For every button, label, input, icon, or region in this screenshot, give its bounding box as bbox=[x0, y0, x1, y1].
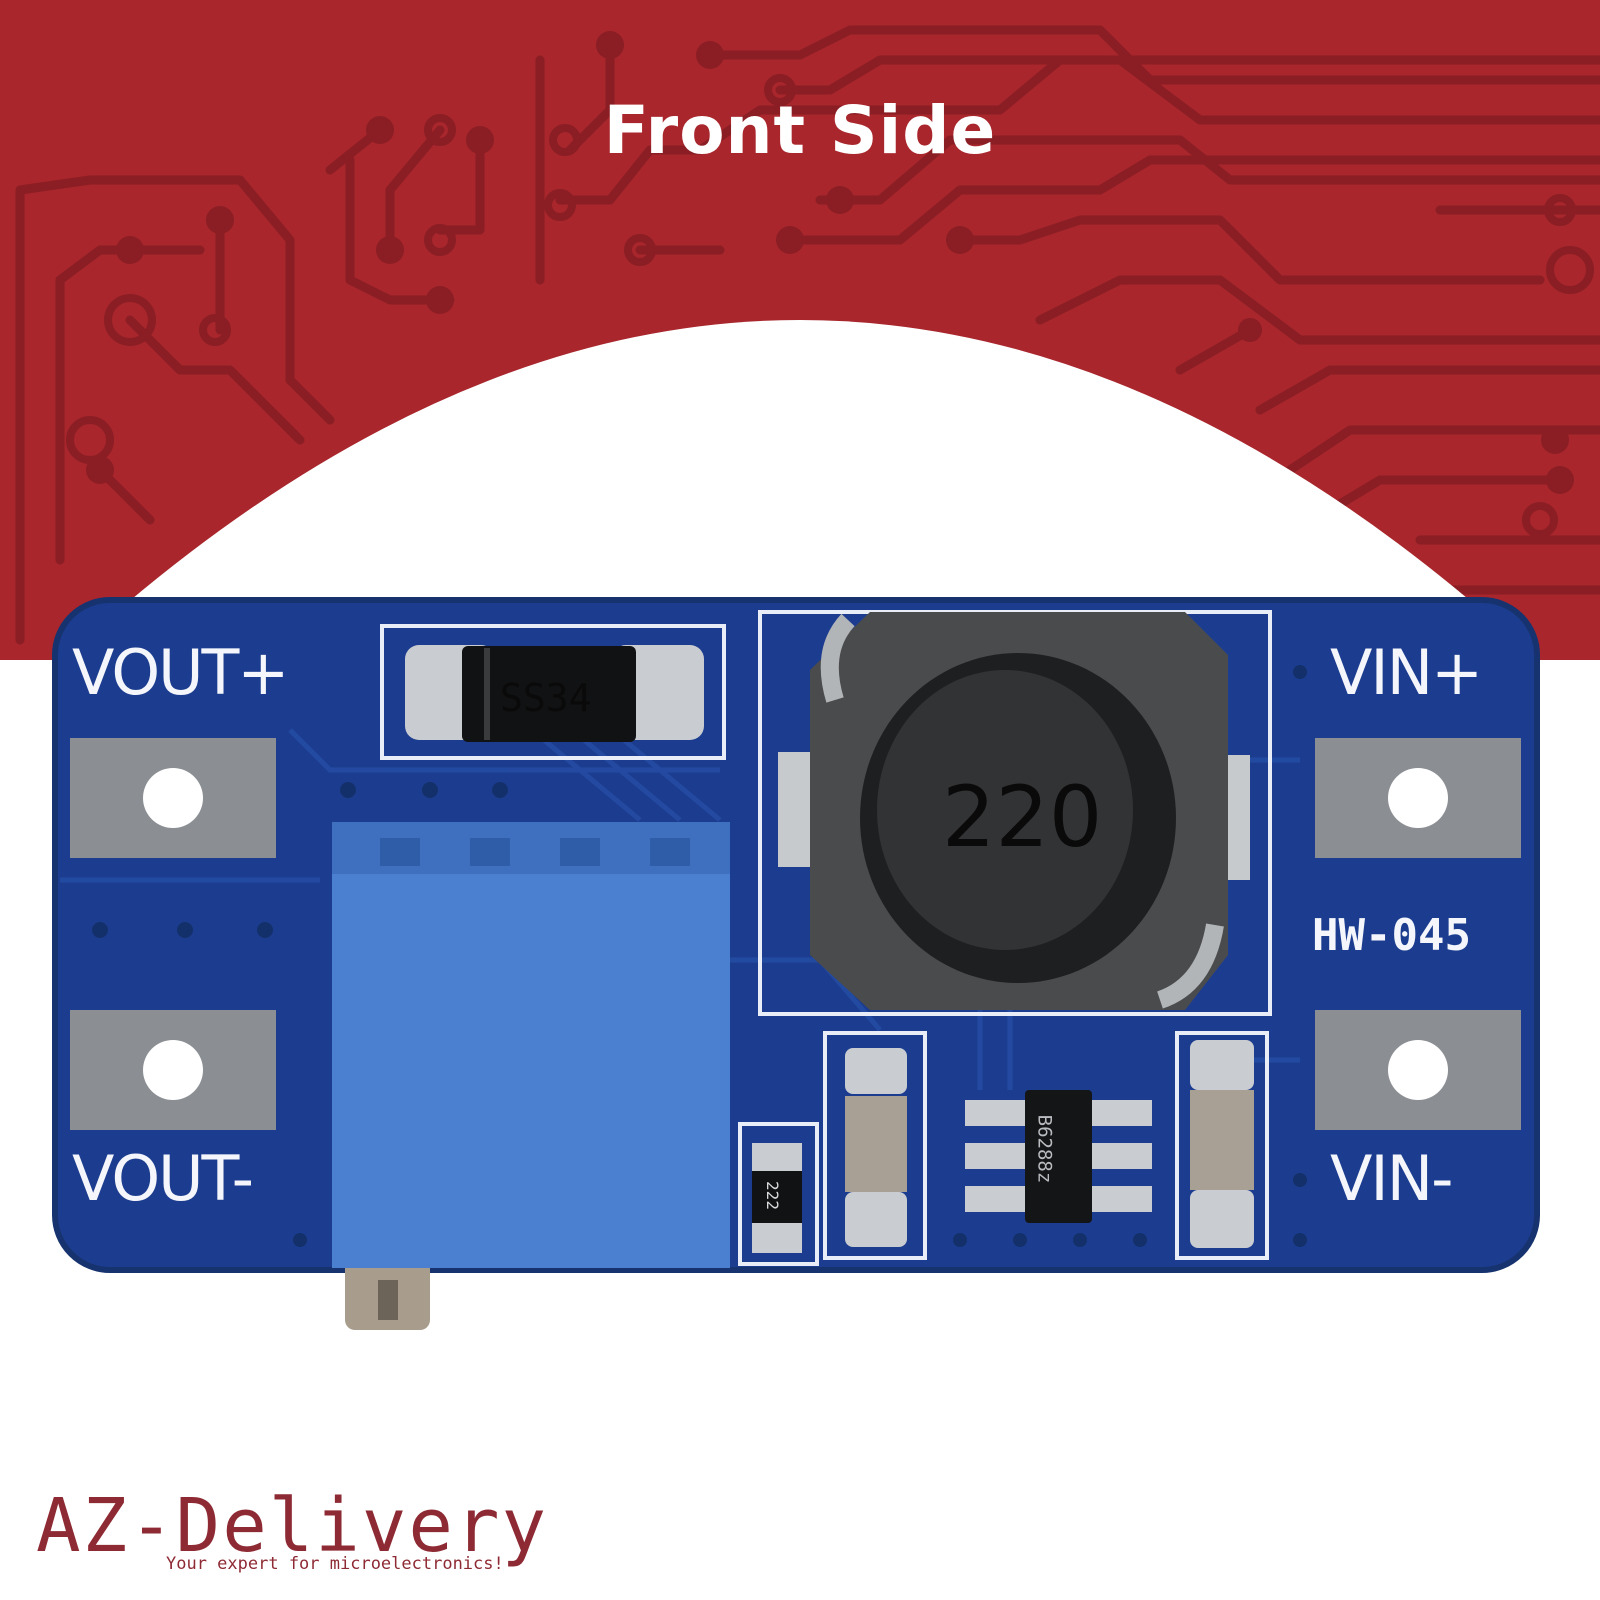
ic-marking: B6288z bbox=[1033, 1114, 1056, 1184]
label-vin-minus: VIN- bbox=[1330, 1142, 1453, 1215]
inductor-220 bbox=[778, 612, 1250, 1010]
brand-logo: AZ-Delivery Your expert for microelectro… bbox=[36, 1486, 546, 1576]
diode-marking: SS34 bbox=[500, 676, 592, 720]
label-vout-plus: VOUT+ bbox=[72, 636, 289, 709]
inductor-marking: 220 bbox=[942, 768, 1103, 866]
resistor-marking: 222 bbox=[762, 1181, 782, 1210]
trimmer-potentiometer bbox=[332, 822, 730, 1330]
label-vout-minus: VOUT- bbox=[72, 1142, 254, 1215]
label-model: HW-045 bbox=[1312, 910, 1471, 961]
capacitor-left bbox=[845, 1048, 907, 1247]
label-vin-plus: VIN+ bbox=[1330, 636, 1483, 709]
brand-name: AZ-Delivery bbox=[36, 1483, 549, 1569]
capacitor-right bbox=[1190, 1040, 1254, 1248]
page-heading: Front Side bbox=[603, 92, 997, 169]
ic-b6288z bbox=[965, 1090, 1152, 1223]
diode-ss34 bbox=[405, 645, 704, 742]
resistor-222 bbox=[752, 1143, 802, 1253]
brand-tagline: Your expert for microelectronics! bbox=[166, 1554, 504, 1574]
